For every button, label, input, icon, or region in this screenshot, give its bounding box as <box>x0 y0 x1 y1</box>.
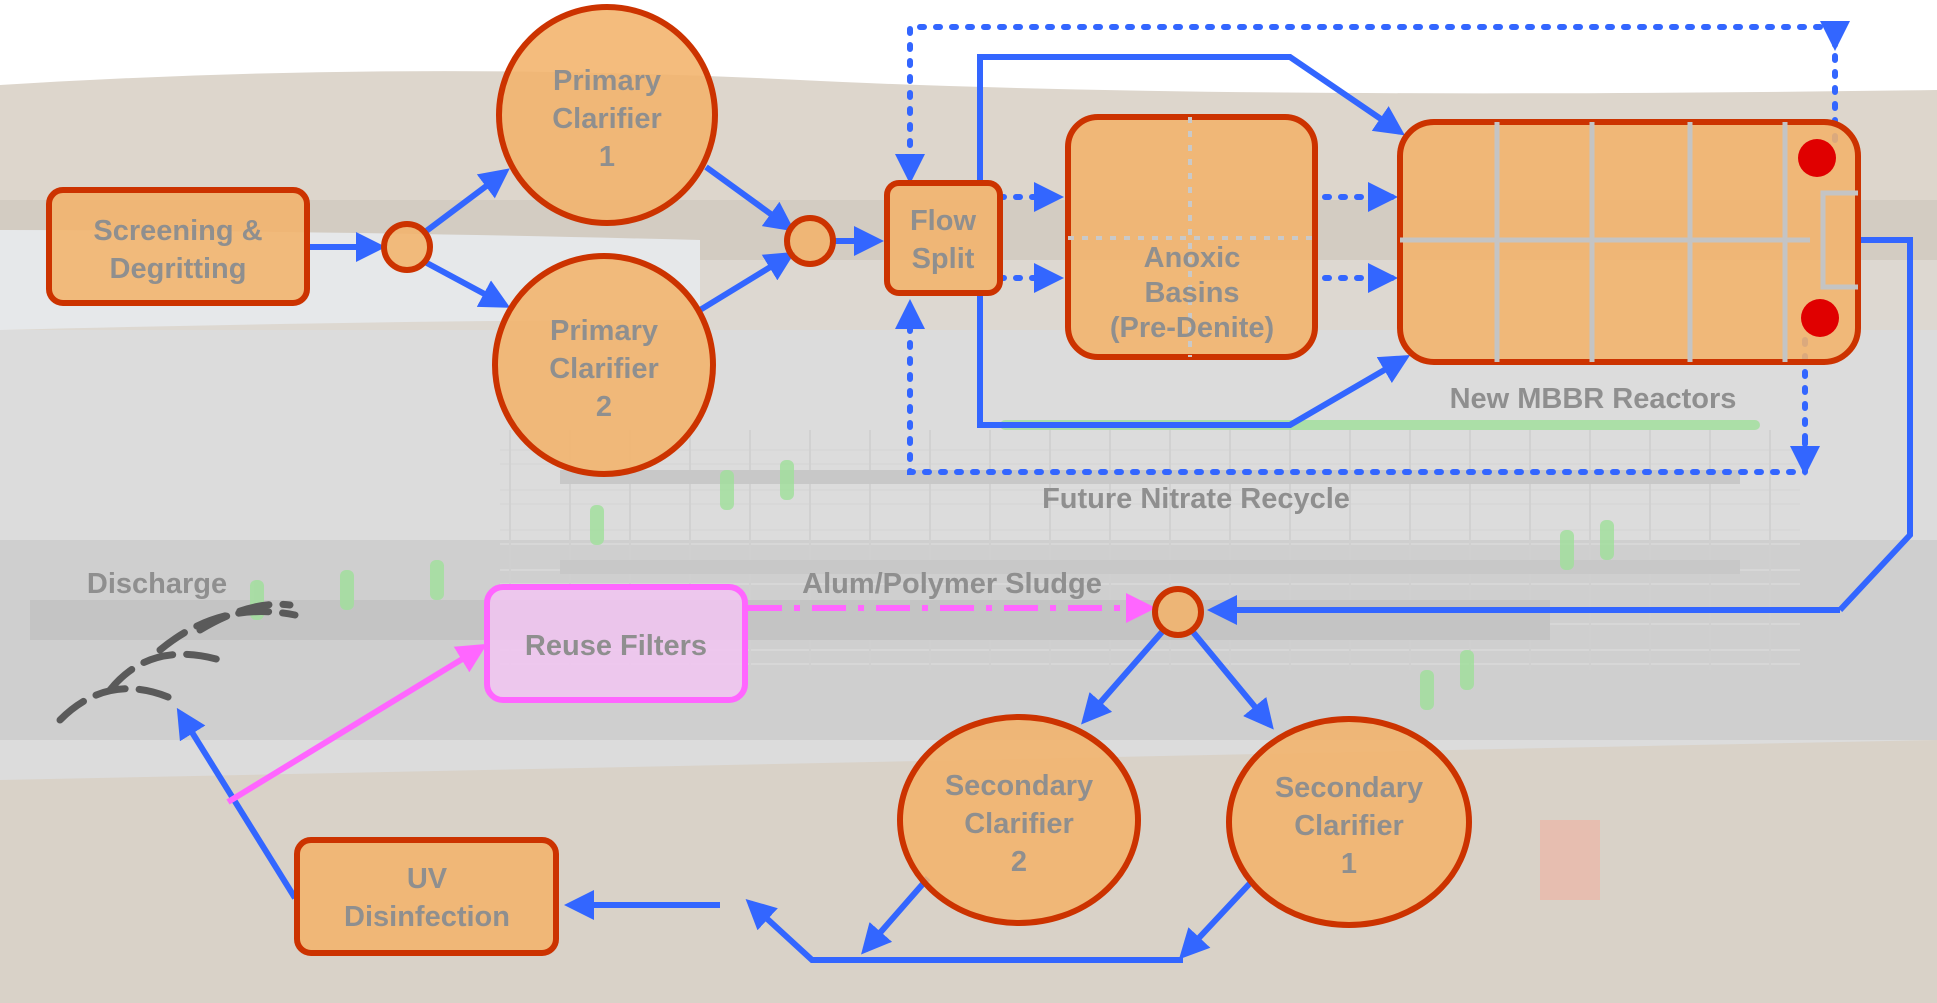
secondary1-label-2: Clarifier <box>1294 810 1404 842</box>
flow-arrow <box>423 259 511 308</box>
uv-disinfection-node: UV Disinfection <box>294 837 559 956</box>
recycle-lines <box>895 21 1850 476</box>
mbbr-label: New MBBR Reactors <box>1450 383 1737 415</box>
secondary-clarifier-1: Secondary Clarifier 1 <box>1226 716 1472 928</box>
uv-label-1: UV <box>407 863 448 895</box>
sensor-dot <box>1801 299 1839 337</box>
uv-label-2: Disinfection <box>344 901 510 933</box>
sludge-label: Alum/Polymer Sludge <box>802 568 1102 600</box>
secondary-clarifier-2: Secondary Clarifier 2 <box>897 714 1141 926</box>
recycle-label: Future Nitrate Recycle <box>1042 483 1350 515</box>
flow-arrow <box>1190 630 1274 730</box>
primary2-label-2: Clarifier <box>549 353 659 385</box>
secondary2-label-1: Secondary <box>945 770 1093 802</box>
bypass-top-arrow <box>977 54 1405 183</box>
flow-arrow <box>1081 630 1165 725</box>
primary-clarifier-2: Primary Clarifier 2 <box>492 253 716 477</box>
mbbr-reactors-node: New MBBR Reactors <box>1397 119 1861 415</box>
dotted-recycle-bottom <box>895 299 1808 475</box>
flow-split-label-1: Flow <box>910 205 976 237</box>
junction-node <box>1152 586 1204 638</box>
dotted-recycle-top <box>895 24 1838 184</box>
reuse-filters-label: Reuse Filters <box>525 630 707 662</box>
flow-split-label-2: Split <box>912 243 975 275</box>
bypass-bottom-arrow <box>977 293 1411 428</box>
secondary1-label-1: Secondary <box>1275 772 1423 804</box>
reuse-filters-node: Reuse Filters <box>484 584 748 703</box>
screening-label-1: Screening & <box>93 215 262 247</box>
reuse-lines <box>226 593 1156 805</box>
primary2-label-1: Primary <box>550 315 658 347</box>
primary2-label-3: 2 <box>596 391 612 423</box>
secondary1-label-3: 1 <box>1341 848 1357 880</box>
junction-node <box>784 215 836 267</box>
anoxic-basins-node: Anoxic Basins (Pre-Denite) <box>1065 114 1318 360</box>
secondary2-label-2: Clarifier <box>964 808 1074 840</box>
discharge-label: Discharge <box>87 568 227 600</box>
primary-clarifier-1: Primary Clarifier 1 <box>496 4 718 226</box>
flow-arrow <box>423 168 510 235</box>
screening-node: Screening & Degritting <box>46 187 310 306</box>
secondary2-label-3: 2 <box>1011 846 1027 878</box>
mbbr-outflow <box>1837 237 1913 613</box>
anoxic-label-2: Basins <box>1144 277 1239 309</box>
reuse-feed-arrow <box>226 643 488 805</box>
junction-node <box>381 221 433 273</box>
anoxic-label-1: Anoxic <box>1144 242 1241 274</box>
primary1-label-3: 1 <box>599 141 615 173</box>
flow-split-node: Flow Split <box>884 180 1003 296</box>
flow-arrow <box>1178 877 1256 960</box>
primary1-label-2: Clarifier <box>552 103 662 135</box>
sensor-dot <box>1798 139 1836 177</box>
flow-arrow <box>176 707 298 900</box>
discharge-icon <box>56 600 299 724</box>
flow-arrow <box>698 251 796 313</box>
flow-lines <box>176 54 1913 963</box>
anoxic-label-3: (Pre-Denite) <box>1110 312 1274 344</box>
flow-arrow <box>861 876 931 955</box>
flow-arrow <box>704 164 795 232</box>
flow-arrow <box>745 898 1183 963</box>
screening-label-2: Degritting <box>110 253 247 285</box>
primary1-label-1: Primary <box>553 65 661 97</box>
